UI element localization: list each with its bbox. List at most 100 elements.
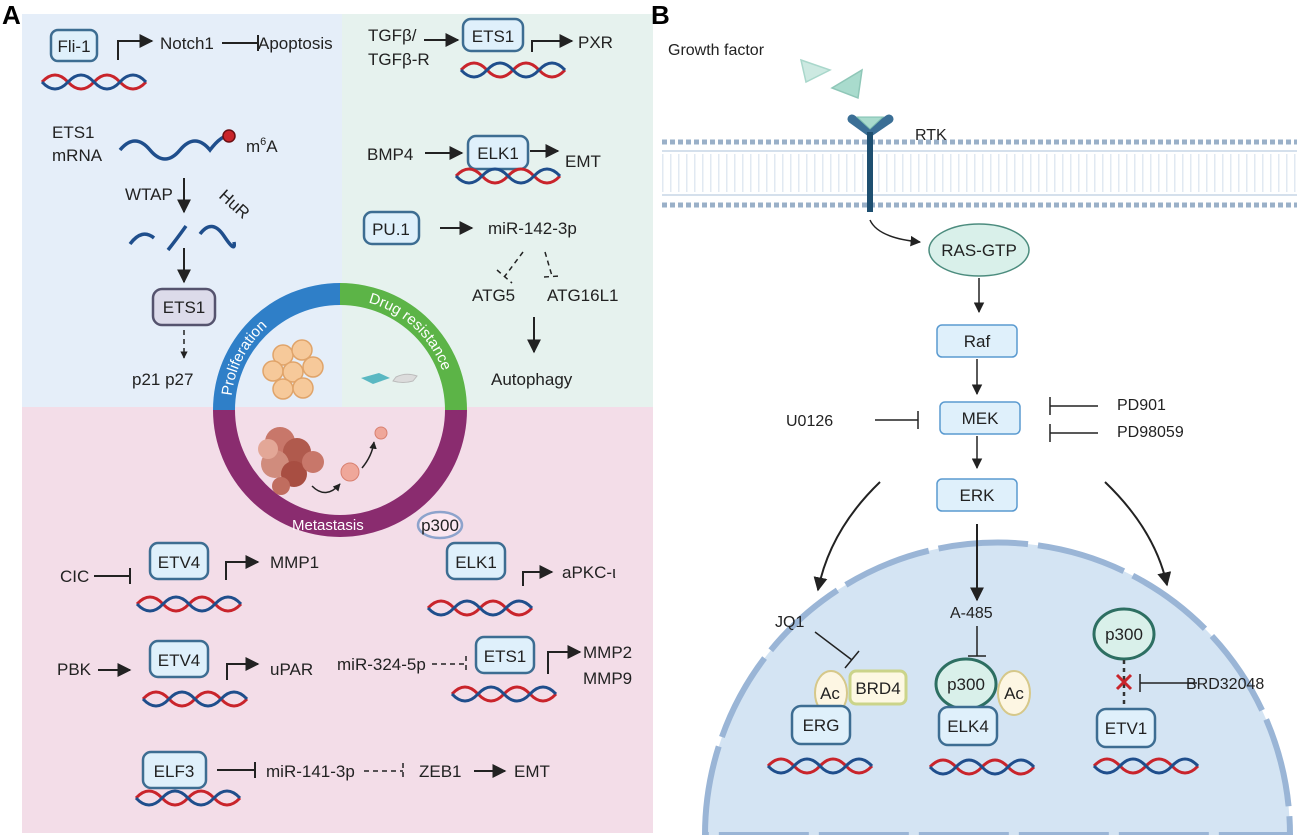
tgfb-label-line2: TGFβ-R (368, 50, 430, 69)
panel-b: B Growth factor RTK RAS-GTP Raf (651, 0, 1297, 835)
dna-icon (450, 685, 558, 703)
brd4-label: BRD4 (855, 679, 900, 698)
elk4-box (937, 705, 999, 747)
dna-icon (1092, 757, 1200, 775)
elk4-label: ELK4 (947, 717, 989, 736)
dna-icon (134, 789, 242, 807)
erk-box (936, 478, 1018, 512)
p21-p27-label: p21 p27 (132, 370, 193, 389)
drug-resistance-background (342, 14, 653, 407)
bmp4-label: BMP4 (367, 145, 413, 164)
ring-segment-metastasis (213, 410, 467, 537)
migration-arrow (361, 441, 377, 469)
etv4-box-2 (148, 639, 210, 679)
elf3-box (141, 750, 208, 790)
jq1-inhibition-line (814, 631, 860, 669)
u0126-label: U0126 (786, 413, 833, 430)
erg-label: ERG (803, 716, 840, 735)
p300-label-a: p300 (421, 516, 459, 535)
ras-gtp-ellipse (928, 223, 1030, 277)
mir142-atg5-inhibition (496, 251, 524, 284)
drug-resistance-section: TGFβ/ TGFβ-R ETS1 PXR BMP4 ELK1 EMT PU.1 (362, 17, 619, 389)
migration-arrow (311, 483, 341, 494)
elk1-box-metastasis (445, 541, 507, 581)
fli1-box (49, 28, 99, 63)
elf3-inhibition-line (217, 762, 256, 778)
ets1-protein-label: ETS1 (163, 298, 206, 317)
pd98059-label: PD98059 (1117, 424, 1184, 441)
transcription-arrow (531, 34, 574, 52)
rtk-to-ras-arrow (869, 219, 922, 247)
p300-label-mid: p300 (947, 675, 985, 694)
transcription-arrow (547, 645, 582, 674)
ring-segment-proliferation (213, 283, 340, 410)
proliferation-section: Fli-1 Notch1 Apoptosis ETS1 mRNA m6A WTA… (40, 28, 333, 389)
mek-box (939, 401, 1021, 435)
dna-icon (141, 690, 249, 708)
mir324-inhibition-line (432, 656, 467, 672)
p300-ellipse (416, 510, 464, 540)
notch1-label: Notch1 (160, 34, 214, 53)
ets1-label-metastasis: ETS1 (484, 647, 527, 666)
pbk-label: PBK (57, 660, 92, 679)
wtap-label: WTAP (125, 185, 173, 204)
dna-icon (928, 758, 1036, 776)
ring-label-metastasis: Metastasis (292, 517, 364, 534)
ets1-mrna-label-line1: ETS1 (52, 123, 95, 142)
mir324-label: miR-324-5p (337, 655, 426, 674)
erg-box (790, 704, 852, 746)
brd4-box (848, 669, 908, 706)
u0126-inhibition-line (875, 411, 919, 429)
ring-segment-drug-resistance (340, 283, 467, 410)
m6a-mark-icon (222, 129, 236, 143)
cic-label: CIC (60, 567, 89, 586)
cell-membrane (662, 139, 1297, 208)
upar-label: uPAR (270, 660, 313, 679)
erk-to-erg-arrow (813, 481, 881, 592)
ets1-mrna-label-line2: mRNA (52, 146, 103, 165)
ets1-protein-box (151, 287, 217, 327)
m6a-label: m6A (246, 136, 278, 156)
degraded-mrna-icon (128, 224, 237, 252)
pd98059-inhibition-line (1049, 424, 1098, 442)
pu1-box (362, 210, 421, 246)
pd901-inhibition-line (1049, 397, 1098, 415)
ets1-box (461, 17, 525, 53)
a485-inhibition-line (968, 626, 986, 657)
mrna-strand-icon (118, 133, 233, 161)
mir142-label: miR-142-3p (488, 219, 577, 238)
drug-pills-icon (361, 373, 418, 384)
elf3-label: ELF3 (154, 762, 195, 781)
brd32048-label: BRD32048 (1186, 676, 1264, 693)
metastasis-background (22, 407, 653, 833)
autophagy-label: Autophagy (491, 370, 573, 389)
apkc-label: aPKC-ι (562, 563, 616, 582)
rtk-label: RTK (915, 127, 947, 144)
dna-icon (40, 73, 148, 91)
etv1-box (1095, 707, 1157, 749)
dna-icon (459, 61, 567, 79)
etv1-label: ETV1 (1105, 719, 1148, 738)
emt-label-drug: EMT (565, 152, 601, 171)
metastasis-section: CIC ETV4 MMP1 p300 ELK1 aPKC-ι PBK E (57, 510, 632, 807)
elk1-label-metastasis: ELK1 (455, 553, 497, 572)
p300-ellipse-right (1092, 607, 1156, 661)
emt-label-metastasis: EMT (514, 762, 550, 781)
transcription-arrow (117, 34, 154, 60)
tumor-cells-icon (258, 426, 388, 495)
inhibition-line (222, 35, 259, 51)
dna-icon (426, 599, 534, 617)
erk-label: ERK (960, 486, 996, 505)
pu1-label: PU.1 (372, 220, 410, 239)
dna-icon (766, 757, 874, 775)
panel-a-letter: A (2, 0, 21, 30)
mek-label: MEK (962, 409, 1000, 428)
atg16l1-label: ATG16L1 (547, 286, 619, 305)
tgfb-label-line1: TGFβ/ (368, 26, 417, 45)
transcription-arrow (226, 657, 260, 680)
cic-inhibition-line (94, 568, 131, 584)
ets1-box-metastasis (474, 635, 536, 675)
mir141-label: miR-141-3p (266, 762, 355, 781)
panel-a: A Fli-1 Notch1 Apoptosis ETS1 mRNA m6A W… (2, 0, 653, 833)
